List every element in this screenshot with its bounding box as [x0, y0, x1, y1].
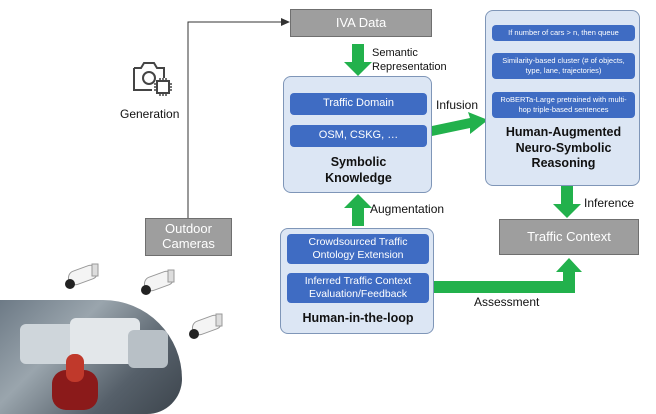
crowdsourced-ontology-chip: Crowdsourced Traffic Ontology Extension [287, 234, 429, 264]
camera-chip-icon [133, 62, 172, 96]
traffic-context-box: Traffic Context [499, 219, 639, 255]
inference-arrow [553, 186, 581, 218]
cctv-camera-icon [141, 269, 175, 295]
infusion-arrow [432, 112, 488, 136]
traffic-context-label: Traffic Context [527, 228, 611, 244]
infusion-label: Infusion [436, 98, 479, 112]
assessment-arrow [432, 258, 582, 293]
similarity-cluster-chip: Similarity-based cluster (# of objects, … [492, 53, 635, 79]
queue-rule-chip: If number of cars > n, then queue [492, 25, 635, 41]
osm-cskg-chip: OSM, CSKG, … [290, 125, 427, 147]
augmentation-arrow [344, 194, 372, 226]
semantic-representation-label: Semantic Representation [372, 47, 447, 74]
augmentation-label: Augmentation [370, 202, 445, 216]
cctv-camera-icon [189, 313, 223, 339]
evaluation-feedback-chip: Inferred Traffic Context Evaluation/Feed… [287, 273, 429, 303]
outdoor-cameras-box: Outdoor Cameras [145, 218, 232, 256]
iva-data-label: IVA Data [335, 14, 387, 30]
generation-label: Generation [120, 107, 180, 121]
outdoor-cameras-label: Outdoor Cameras [162, 221, 215, 251]
symbolic-knowledge-panel: Traffic Domain OSM, CSKG, … Symbolic Kno… [283, 76, 432, 193]
human-in-the-loop-panel: Crowdsourced Traffic Ontology Extension … [280, 228, 434, 334]
rider-shape [66, 354, 84, 382]
reasoning-panel: If number of cars > n, then queue Simila… [485, 10, 640, 186]
human-in-the-loop-title: Human-in-the-loop [302, 311, 414, 325]
car-shape [128, 330, 168, 368]
reasoning-title: Human-Augmented Neuro-Symbolic Reasoning [505, 125, 622, 171]
iva-data-box: IVA Data [290, 9, 432, 37]
symbolic-knowledge-title: Symbolic Knowledge [325, 155, 392, 185]
cctv-camera-icon [65, 263, 99, 289]
traffic-photo [0, 300, 182, 414]
generation-connector [187, 21, 282, 218]
traffic-domain-chip: Traffic Domain [290, 93, 427, 115]
roberta-chip: RoBERTa-Large pretrained with multi-hop … [492, 92, 635, 118]
semantic-arrow [344, 44, 372, 76]
generation-arrowhead [281, 18, 290, 26]
inference-label: Inference [584, 196, 635, 210]
assessment-label: Assessment [474, 295, 540, 309]
